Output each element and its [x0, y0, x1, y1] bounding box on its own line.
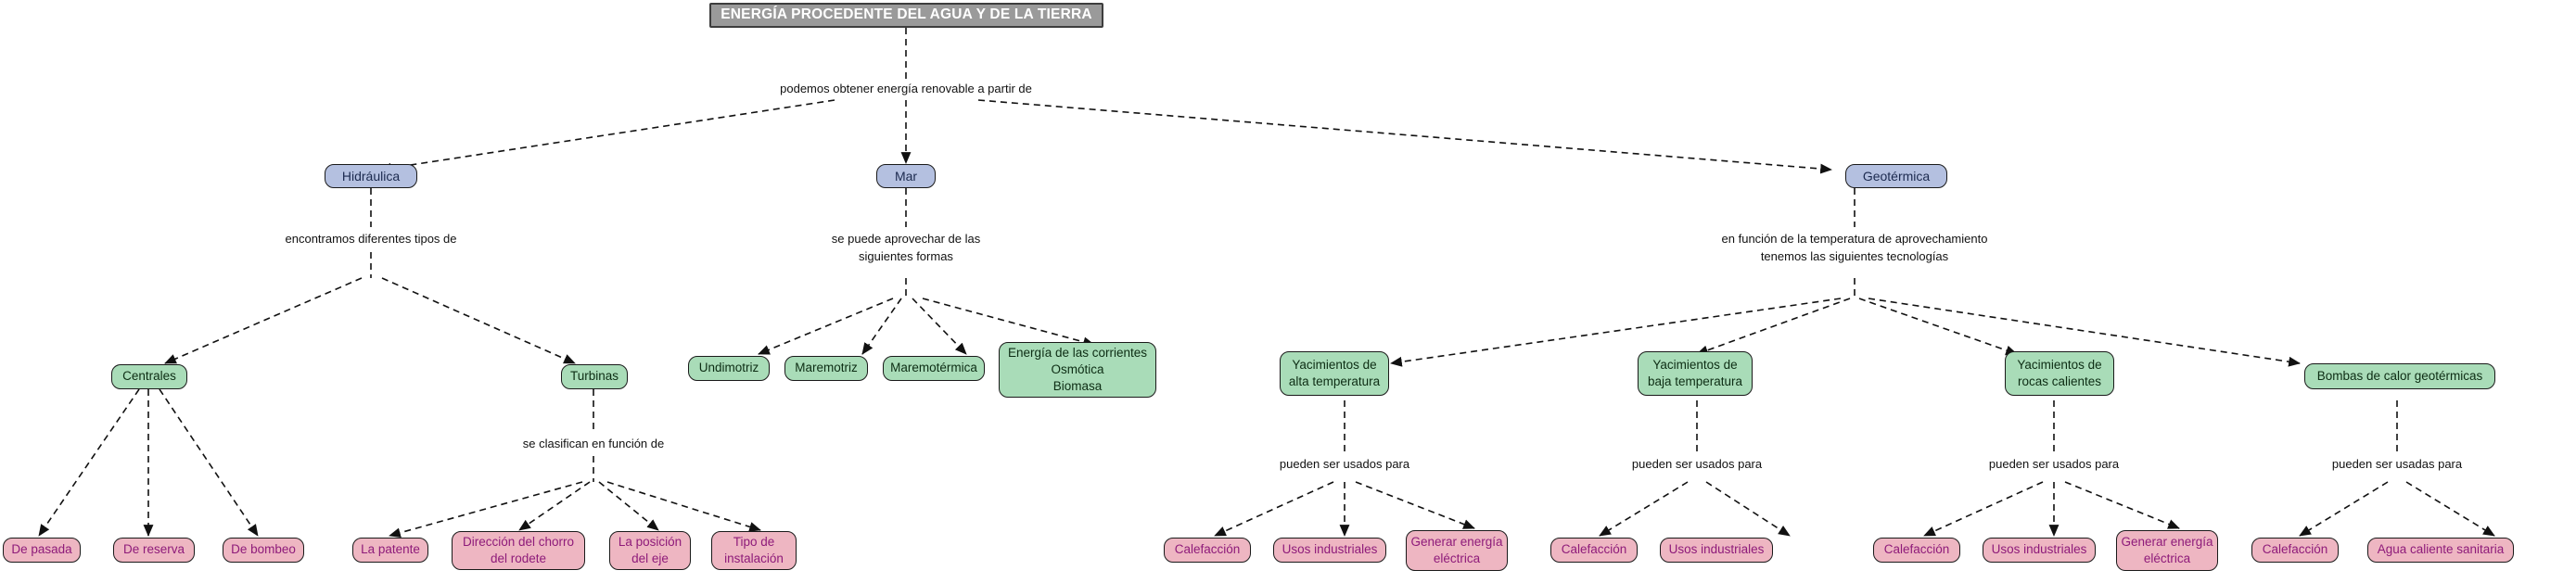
node-centrales[interactable]: Centrales: [111, 364, 187, 389]
node-bc-agua-caliente-sanitaria[interactable]: Agua caliente sanitaria: [2367, 538, 2514, 563]
edge-label-to-hidraulica: [379, 99, 835, 173]
node-rc-generar-energia-electrica[interactable]: Generar energía eléctrica: [2116, 530, 2218, 571]
connector-label-hidraulica: encontramos diferentes tipos de: [285, 232, 457, 246]
node-at-calefaccion[interactable]: Calefacción: [1164, 538, 1251, 563]
node-at-usos-industriales[interactable]: Usos industriales: [1273, 538, 1386, 563]
node-de-bombeo[interactable]: De bombeo: [223, 538, 304, 563]
node-yacimientos-rocas-calientes[interactable]: Yacimientos de rocas calientes: [2005, 351, 2114, 396]
edge-hidraulica-to-centrales: [164, 277, 363, 364]
node-la-patente[interactable]: La patente: [352, 538, 428, 563]
node-rc-calefaccion[interactable]: Calefacción: [1873, 538, 1960, 563]
edge-centrales-to-de-pasada: [38, 388, 140, 537]
node-tipo-de-instalacion[interactable]: Tipo de instalación: [711, 531, 797, 570]
edge-bombas-to-calefaccion: [2299, 481, 2389, 537]
node-bt-usos-industriales[interactable]: Usos industriales: [1660, 538, 1773, 563]
connector-label-geotermica: en función de la temperatura de aprovech…: [1721, 232, 1988, 263]
edge-geotermica-to-baja: [1696, 298, 1851, 356]
edge-geotermica-to-alta: [1390, 298, 1842, 367]
node-at-generar-energia-electrica[interactable]: Generar energía eléctrica: [1406, 530, 1508, 571]
edge-mar-to-maremotriz: [861, 298, 902, 355]
node-bt-calefaccion[interactable]: Calefacción: [1550, 538, 1638, 563]
connector-label-turbinas: se clasifican en función de: [522, 437, 665, 450]
node-undimotriz[interactable]: Undimotriz: [688, 356, 770, 381]
connector-label-rocas-calientes: pueden ser usados para: [1988, 457, 2120, 471]
node-yacimientos-alta-temperatura[interactable]: Yacimientos de alta temperatura: [1280, 351, 1389, 396]
edge-bombas-to-agua: [2405, 481, 2495, 537]
node-hidraulica[interactable]: Hidráulica: [325, 164, 417, 188]
connector-label-root: podemos obtener energía renovable a part…: [780, 82, 1032, 95]
edge-label-to-geotermica: [977, 99, 1832, 174]
node-mar[interactable]: Mar: [876, 164, 936, 188]
node-de-reserva[interactable]: De reserva: [113, 538, 195, 563]
edge-rocas-to-generar: [2064, 481, 2180, 529]
node-turbinas[interactable]: Turbinas: [561, 364, 628, 389]
node-rc-usos-industriales[interactable]: Usos industriales: [1983, 538, 2096, 563]
edge-turbinas-to-tipo-instalacion: [606, 481, 761, 532]
edge-alta-to-generar: [1355, 481, 1475, 529]
edge-mar-to-undimotriz: [758, 298, 894, 355]
edge-mar-to-corrientes: [922, 298, 1095, 348]
edge-centrales-to-de-bombeo: [159, 388, 259, 537]
connector-label-baja-temperatura: pueden ser usados para: [1631, 457, 1763, 471]
connector-label-alta-temperatura: pueden ser usados para: [1279, 457, 1410, 471]
edge-baja-to-calefaccion: [1599, 481, 1689, 537]
node-direccion-del-chorro-del-rodete[interactable]: Dirección del chorro del rodete: [452, 531, 585, 570]
map-title[interactable]: ENERGÍA PROCEDENTE DEL AGUA Y DE LA TIER…: [709, 3, 1103, 28]
edge-mar-to-maremotermica: [912, 298, 967, 355]
edge-turbinas-to-posicion-eje: [598, 481, 659, 531]
node-maremotriz[interactable]: Maremotriz: [784, 356, 868, 381]
edge-alta-to-calefaccion: [1214, 481, 1334, 537]
edge-rocas-to-calefaccion: [1923, 481, 2044, 537]
connector-label-mar: se puede aprovechar de las siguientes fo…: [831, 232, 981, 263]
node-maremotermica[interactable]: Maremotérmica: [883, 356, 985, 381]
node-la-posicion-del-eje[interactable]: La posición del eje: [609, 531, 691, 570]
node-energia-corrientes-osmotica-biomasa[interactable]: Energía de las corrientes Osmótica Bioma…: [999, 342, 1156, 398]
edge-turbinas-to-la-patente: [389, 481, 583, 539]
edge-turbinas-to-direccion-chorro: [518, 481, 591, 531]
node-geotermica[interactable]: Geotérmica: [1845, 164, 1947, 188]
node-bombas-de-calor-geotermicas[interactable]: Bombas de calor geotérmicas: [2304, 363, 2495, 389]
connector-label-bombas-calor: pueden ser usadas para: [2331, 457, 2463, 471]
edge-hidraulica-to-turbinas: [381, 277, 576, 364]
edge-baja-to-usos: [1705, 481, 1791, 537]
node-bc-calefaccion[interactable]: Calefacción: [2251, 538, 2339, 563]
node-de-pasada[interactable]: De pasada: [3, 538, 81, 563]
edge-geotermica-to-rocas: [1858, 298, 2018, 356]
node-yacimientos-baja-temperatura[interactable]: Yacimientos de baja temperatura: [1638, 351, 1753, 396]
